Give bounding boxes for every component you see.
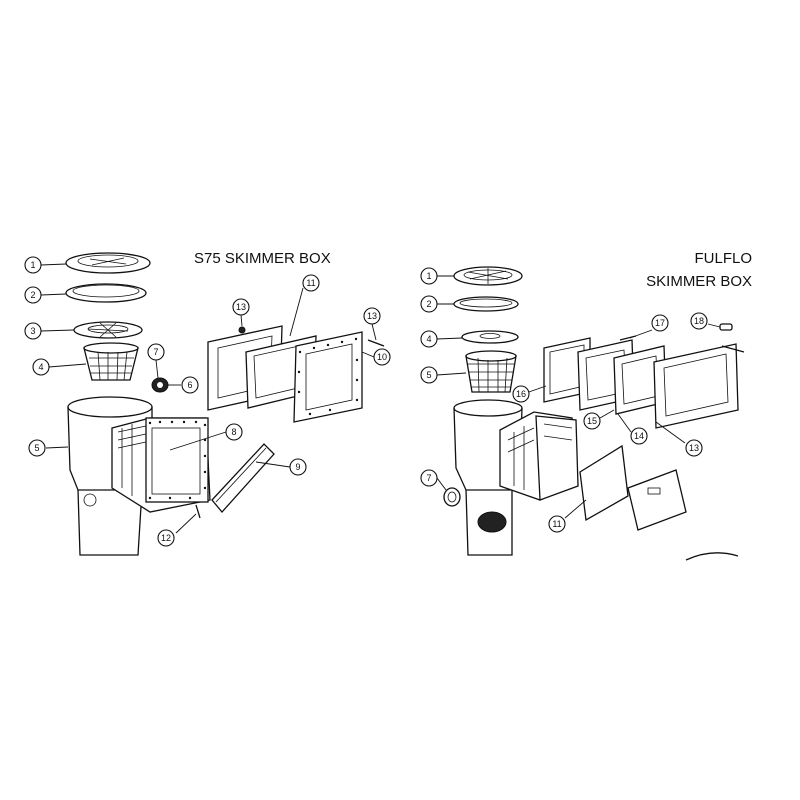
fulflo-part-body (453, 399, 579, 556)
fulflo-callout-18: 18 (690, 312, 708, 330)
s75-part-ring (65, 283, 147, 303)
svg-text:13: 13 (689, 443, 699, 453)
fulflo-leaders (436, 275, 721, 519)
fulflo-callout-15: 15 (583, 412, 601, 430)
s75-part-screw-13a (238, 326, 246, 334)
svg-text:9: 9 (295, 462, 300, 472)
svg-text:17: 17 (655, 318, 665, 328)
s75-part-screw-13b (367, 339, 385, 347)
fulflo-part-lid (453, 266, 523, 286)
fulflo-part-arc (685, 552, 739, 561)
svg-text:10: 10 (377, 352, 387, 362)
s75-part-faceplate (293, 331, 363, 423)
svg-text:16: 16 (516, 389, 526, 399)
svg-text:18: 18 (694, 316, 704, 326)
svg-text:5: 5 (426, 370, 431, 380)
svg-text:15: 15 (587, 416, 597, 426)
fulflo-callout-13: 13 (685, 439, 703, 457)
fulflo-callout-17: 17 (651, 314, 669, 332)
fulflo-callout-11: 11 (548, 515, 566, 533)
svg-text:11: 11 (552, 519, 561, 529)
s75-part-fitting (151, 377, 169, 393)
svg-text:2: 2 (426, 299, 431, 309)
fulflo-part-cover-plate (627, 469, 687, 531)
fulflo-part-faceplate (653, 343, 739, 429)
svg-text:2: 2 (30, 290, 35, 300)
fulflo-callout-4: 4 (420, 330, 438, 348)
s75-callout-13a: 13 (232, 298, 250, 316)
svg-text:1: 1 (426, 271, 431, 281)
s75-callout-11: 11 (302, 274, 320, 292)
svg-text:1: 1 (30, 260, 35, 270)
s75-part-lid (65, 252, 151, 274)
s75-diagram: S75 SKIMMER BOX (24, 250, 391, 556)
s75-leaders (40, 263, 377, 534)
fulflo-part-basket (465, 350, 517, 393)
svg-text:13: 13 (367, 311, 377, 321)
s75-callout-1: 1 (24, 256, 42, 274)
svg-text:14: 14 (634, 431, 644, 441)
fulflo-part-flap (579, 444, 629, 522)
s75-part-body (67, 396, 211, 556)
s75-callout-12: 12 (157, 529, 175, 547)
s75-callout-10: 10 (373, 348, 391, 366)
fulflo-part-screw-18 (719, 323, 733, 331)
svg-text:6: 6 (187, 380, 192, 390)
s75-callout-6: 6 (181, 376, 199, 394)
fulflo-callout-14: 14 (630, 427, 648, 445)
s75-callout-7: 7 (147, 343, 165, 361)
s75-part-weir (73, 321, 143, 339)
s75-callout-13b: 13 (363, 307, 381, 325)
s75-callout-9: 9 (289, 458, 307, 476)
s75-part-flap (211, 443, 275, 513)
s75-callout-3: 3 (24, 322, 42, 340)
s75-part-screw (195, 504, 201, 519)
fulflo-callout-7: 7 (420, 469, 438, 487)
s75-part-basket (83, 342, 139, 381)
fulflo-callout-16: 16 (512, 385, 530, 403)
svg-text:5: 5 (34, 443, 39, 453)
fulflo-callout-5: 5 (420, 366, 438, 384)
svg-text:8: 8 (231, 427, 236, 437)
fulflo-callout-2: 2 (420, 295, 438, 313)
svg-text:7: 7 (153, 347, 158, 357)
svg-text:13: 13 (236, 302, 246, 312)
s75-callout-8: 8 (225, 423, 243, 441)
fulflo-part-weir (461, 330, 519, 344)
s75-callout-5: 5 (28, 439, 46, 457)
svg-text:12: 12 (161, 533, 171, 543)
svg-text:7: 7 (426, 473, 431, 483)
s75-title: S75 SKIMMER BOX (194, 250, 331, 267)
fulflo-title-line1: FULFLO (694, 250, 752, 267)
fulflo-title-line2: SKIMMER BOX (646, 273, 752, 290)
fulflo-part-fitting (443, 487, 461, 507)
s75-callout-4: 4 (32, 358, 50, 376)
svg-text:4: 4 (38, 362, 43, 372)
fulflo-diagram: FULFLO SKIMMER BOX (420, 250, 752, 561)
svg-text:3: 3 (30, 326, 35, 336)
s75-callout-2: 2 (24, 286, 42, 304)
fulflo-callout-1: 1 (420, 267, 438, 285)
svg-text:11: 11 (306, 278, 315, 288)
svg-text:4: 4 (426, 334, 431, 344)
fulflo-part-ring (453, 296, 519, 312)
